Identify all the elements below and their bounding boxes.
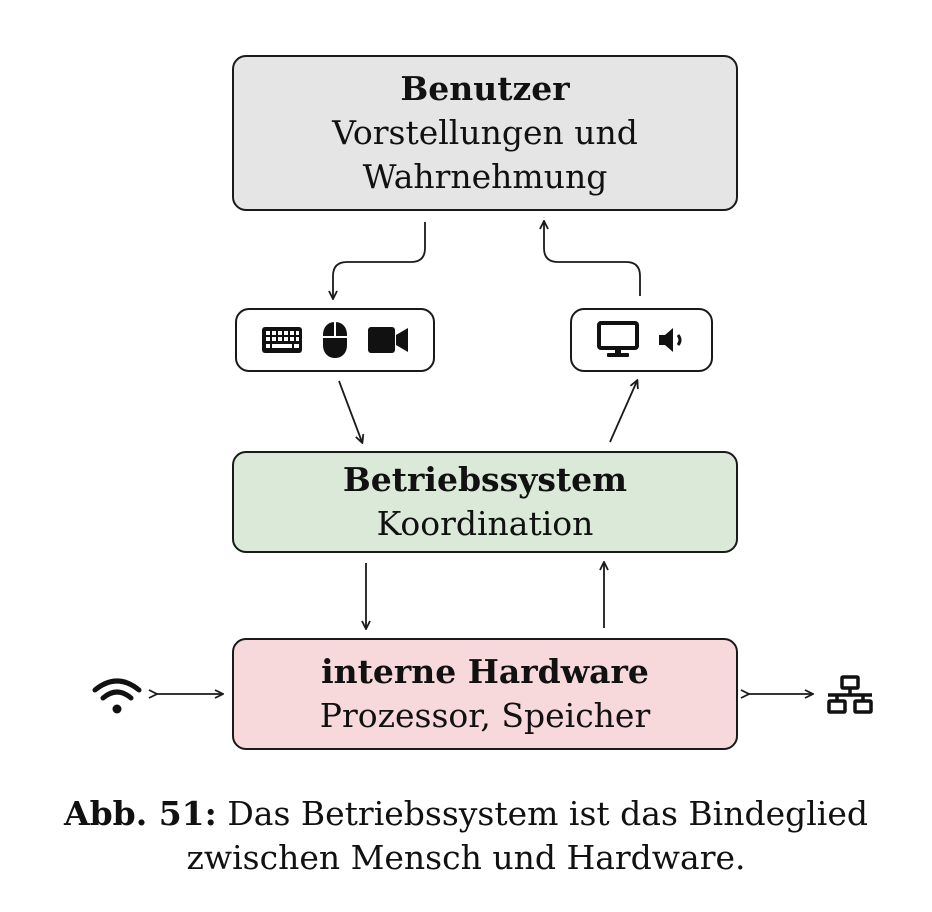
arrow-os-to-output bbox=[609, 381, 637, 443]
hardware-box-line1: Prozessor, Speicher bbox=[319, 696, 651, 735]
user-box: Benutzer Vorstellungen und Wahrnehmung bbox=[232, 55, 738, 211]
caption-line-1: Abb. 51: Das Betriebssystem ist das Bind… bbox=[0, 792, 932, 836]
figure-caption: Abb. 51: Das Betriebssystem ist das Bind… bbox=[0, 792, 932, 880]
output-devices-box bbox=[570, 308, 713, 372]
arrow-user-to-input bbox=[333, 222, 426, 298]
arrow-output-to-user bbox=[544, 222, 641, 296]
arrow-input-to-os bbox=[338, 380, 362, 442]
hardware-box-title: interne Hardware bbox=[321, 652, 649, 691]
user-box-line1: Vorstellungen und bbox=[332, 113, 638, 152]
os-box: Betriebssystem Koordination bbox=[232, 451, 738, 553]
mouse-icon bbox=[323, 322, 347, 358]
os-box-title: Betriebssystem bbox=[342, 460, 628, 499]
monitor-icon bbox=[596, 321, 639, 357]
network-icon bbox=[827, 675, 873, 714]
hardware-box: interne Hardware Prozessor, Speicher bbox=[232, 638, 738, 750]
os-box-line1: Koordination bbox=[376, 504, 594, 543]
keyboard-icon bbox=[262, 327, 302, 353]
caption-text-1: Das Betriebssystem ist das Bindeglied bbox=[227, 794, 868, 833]
video-camera-icon bbox=[368, 327, 408, 353]
caption-label: Abb. 51: bbox=[63, 794, 217, 833]
caption-text-2: zwischen Mensch und Hardware. bbox=[186, 838, 746, 877]
user-box-line2: Wahrnehmung bbox=[362, 157, 608, 196]
wifi-icon bbox=[92, 678, 142, 714]
speaker-icon bbox=[658, 328, 681, 352]
user-box-title: Benutzer bbox=[400, 69, 570, 108]
input-devices-box bbox=[235, 308, 435, 372]
